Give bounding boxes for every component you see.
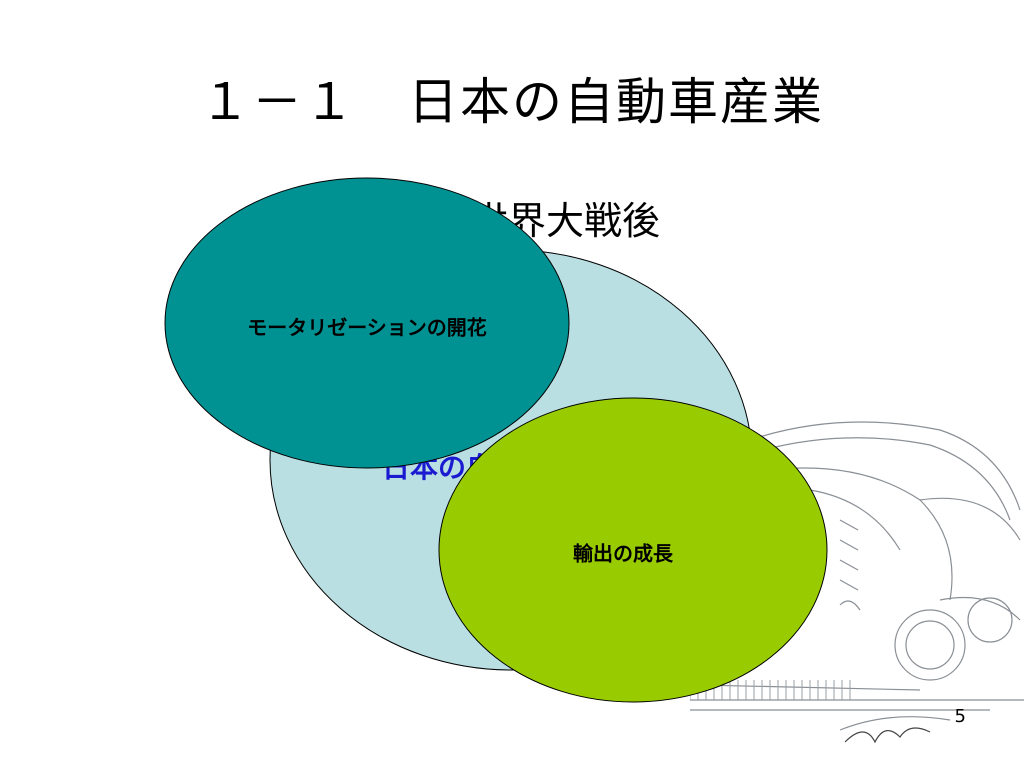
slide-title: １－１ 日本の自動車産業 [200, 73, 824, 131]
bottom-circle-label: 輸出の成長 [573, 541, 673, 566]
page-number: 5 [954, 706, 966, 727]
top-circle-label: モータリゼーションの開花 [247, 315, 487, 340]
bottom-circle [438, 397, 828, 703]
top-circle [164, 177, 570, 469]
